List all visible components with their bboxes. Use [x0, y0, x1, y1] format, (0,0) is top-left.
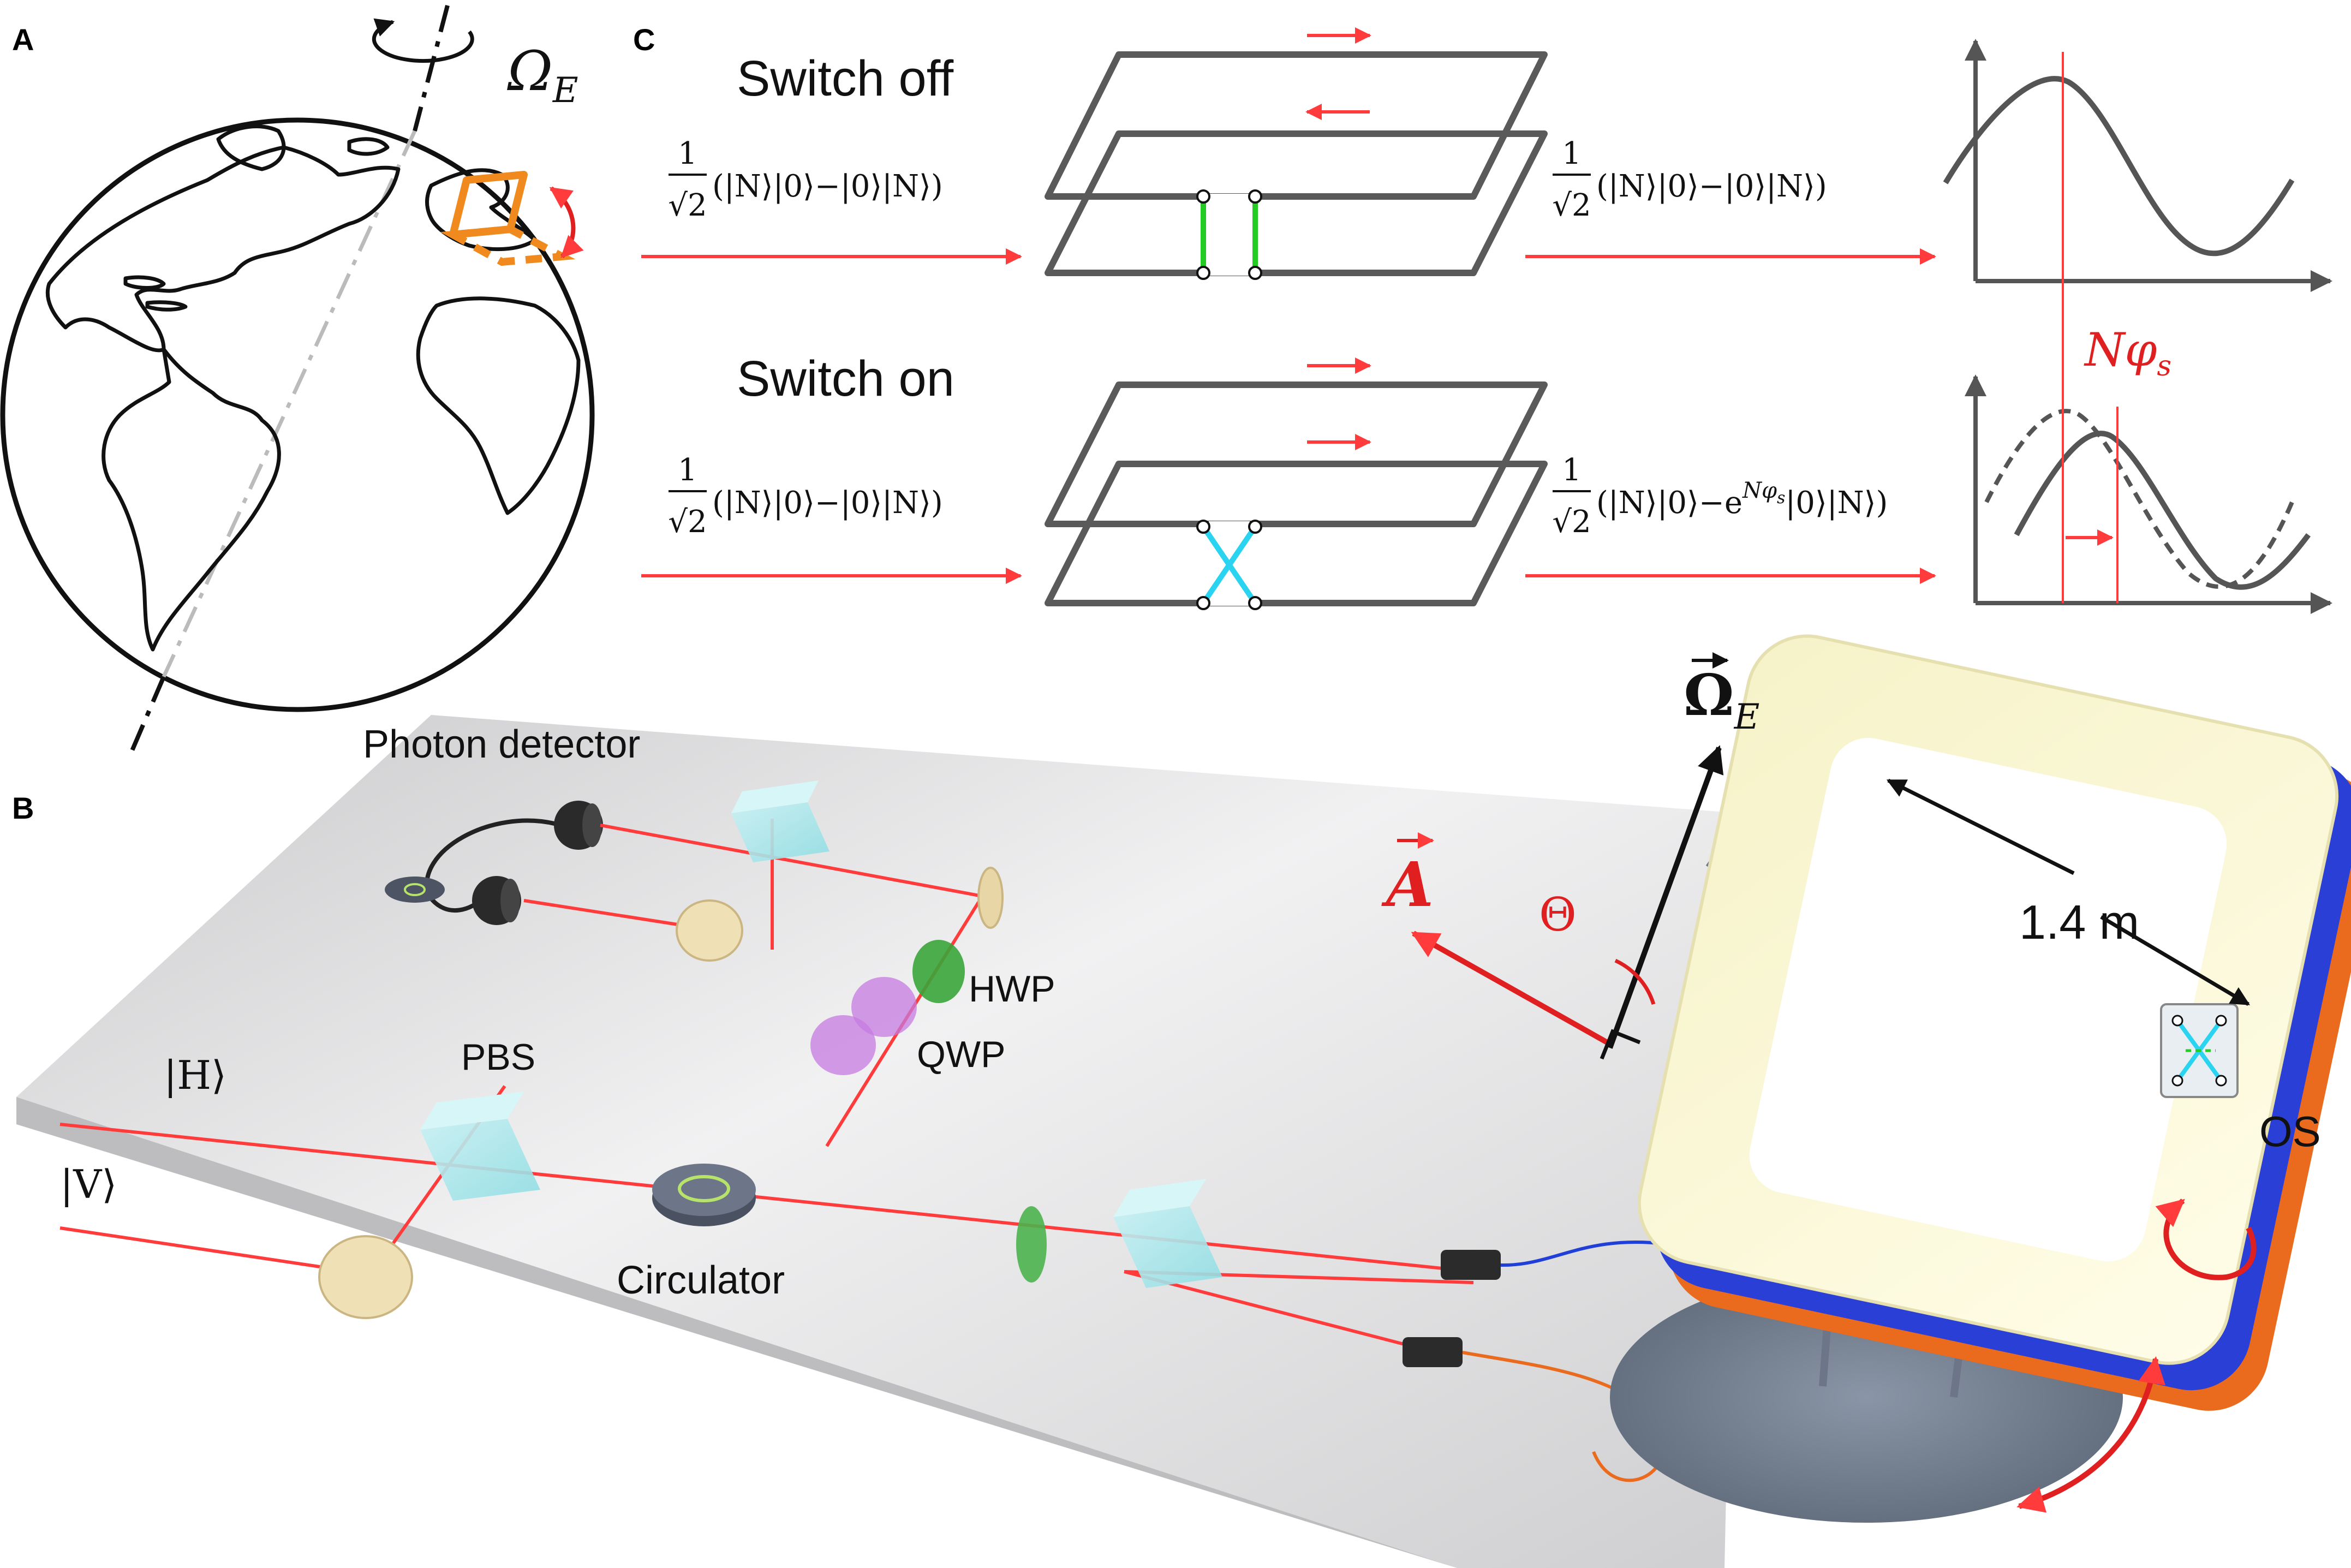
pbs-cube-output: [1113, 1179, 1222, 1288]
pbs-cube-main: [420, 1092, 540, 1201]
qwp-label: QWP: [917, 1034, 1005, 1075]
state-in-off: 1 √2 (|N⟩|0⟩−|0⟩|N⟩): [668, 136, 942, 223]
panel-a-label: A: [12, 22, 34, 57]
svg-text:√2: √2: [668, 504, 707, 540]
area-vector: [1411, 931, 1609, 1045]
svg-text:1: 1: [1562, 136, 1582, 171]
svg-text:(|N⟩|0⟩−|0⟩|N⟩): (|N⟩|0⟩−|0⟩|N⟩): [712, 485, 943, 521]
axis-rotation-arrow-icon: [2155, 1199, 2257, 1280]
size-label: 1.4 m: [2019, 895, 2139, 949]
interference-plot-off: [1943, 39, 2332, 292]
optical-table: [16, 715, 1741, 1568]
fiber-coupler-top: [1441, 1240, 1670, 1280]
rotation-axis-bottom: [129, 676, 166, 754]
size-arrow-left: [1886, 778, 2075, 875]
svg-text:√2: √2: [1552, 188, 1591, 223]
svg-text:1: 1: [678, 136, 697, 171]
base-rotation-arrow-icon: [2016, 1356, 2165, 1513]
panel-a: A ΩE: [0, 4, 595, 754]
switch-on-label: Switch on: [737, 351, 954, 407]
omega-vector: [1607, 745, 1724, 1049]
hwp-plate: [912, 940, 965, 1003]
omega-e-label: ΩE: [507, 39, 578, 111]
panel-b: B Photon detector: [12, 634, 2351, 1568]
os-label: OS: [2259, 1107, 2321, 1155]
svg-text:(|N⟩|0⟩−|0⟩|N⟩): (|N⟩|0⟩−|0⟩|N⟩): [1596, 169, 1827, 204]
photon-detector: [385, 801, 603, 925]
optical-table-edge: [16, 1097, 1457, 1568]
rotation-arrow-icon: [372, 18, 474, 63]
svg-text:1: 1: [678, 452, 697, 488]
phase-shift-label: Nφs: [2084, 323, 2171, 383]
tilt-arrow-icon: [549, 186, 584, 258]
qwp-plate-1: [851, 977, 917, 1037]
os-box: [2160, 1003, 2239, 1098]
waveplate-output: [1016, 1206, 1047, 1283]
fiber-coil: [1637, 634, 2351, 1411]
theta-arc: [1614, 958, 1656, 1005]
optical-switch-off: [1196, 189, 1262, 280]
qwp-plate-2: [810, 1015, 876, 1075]
state-in-on: 1 √2 (|N⟩|0⟩−|0⟩|N⟩): [668, 452, 942, 540]
loop-diagram-off: [1045, 51, 1548, 276]
earth-globe: [0, 117, 595, 712]
panel-c-label: C: [633, 22, 655, 57]
loop-diagram-on: [1045, 381, 1548, 606]
size-arrow-right: [2100, 915, 2251, 1006]
v-state-label: |V⟩: [60, 1161, 117, 1207]
svg-text:(|N⟩|0⟩−eNφs|0⟩|N⟩): (|N⟩|0⟩−eNφs|0⟩|N⟩): [1596, 478, 1888, 521]
area-vector-label: A: [1381, 849, 1434, 921]
rotation-axis-top: [413, 4, 450, 132]
mirrors: [318, 867, 1004, 1319]
switch-off-label: Switch off: [737, 51, 954, 106]
rotation-axis-inside: [162, 130, 417, 678]
pbs-cube-top: [731, 780, 830, 862]
omega-e-vector-label: ΩE: [1684, 661, 1759, 737]
h-state-label: |H⟩: [164, 1052, 226, 1098]
svg-text:√2: √2: [668, 188, 707, 223]
svg-text:√2: √2: [1552, 504, 1591, 540]
panel-c: C Switch off Switch on 1 √2 (|N⟩|0⟩−|0⟩|…: [633, 22, 2332, 614]
theta-label: Θ: [1539, 888, 1577, 941]
state-out-on: 1 √2 (|N⟩|0⟩−eNφs|0⟩|N⟩): [1552, 452, 1888, 540]
svg-text:1: 1: [1562, 452, 1582, 488]
photon-detector-label: Photon detector: [363, 723, 640, 766]
svg-text:(|N⟩|0⟩−|0⟩|N⟩): (|N⟩|0⟩−|0⟩|N⟩): [712, 169, 943, 204]
panel-b-label: B: [12, 791, 34, 825]
pbs-label: PBS: [461, 1036, 535, 1078]
state-out-off: 1 √2 (|N⟩|0⟩−|0⟩|N⟩): [1552, 136, 1827, 223]
circulator-label: Circulator: [617, 1259, 785, 1302]
hwp-label: HWP: [969, 968, 1055, 1010]
right-angle-mark: [1600, 1029, 1641, 1060]
interference-plot-on: Nφs: [1965, 323, 2332, 614]
optical-switch-on: [1196, 520, 1262, 610]
circulator: [652, 1164, 756, 1226]
